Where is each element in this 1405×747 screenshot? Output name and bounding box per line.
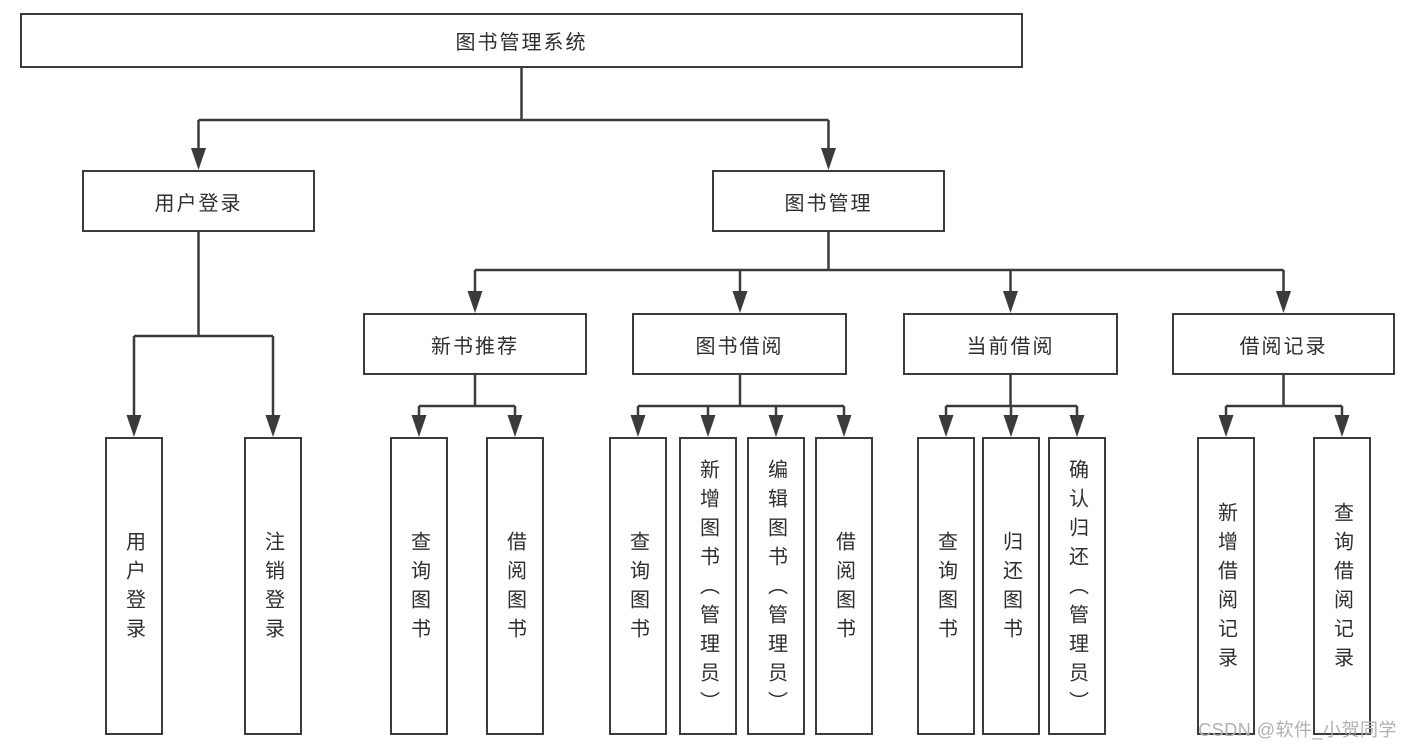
node-book-management: 图书管理 — [712, 170, 945, 232]
node-user-login: 用户登录 — [82, 170, 315, 232]
leaf-query-books-borrow: 查询图书 — [609, 437, 667, 735]
leaf-query-borrow-record: 查询借阅记录 — [1313, 437, 1371, 735]
node-new-book-recommend: 新书推荐 — [363, 313, 587, 375]
node-root: 图书管理系统 — [20, 13, 1023, 68]
csdn-watermark: CSDN @软件_小贺同学 — [1198, 720, 1397, 740]
leaf-add-borrow-record: 新增借阅记录 — [1197, 437, 1255, 735]
node-borrow-records: 借阅记录 — [1172, 313, 1395, 375]
leaf-add-books-admin: 新增图书（管理员） — [679, 437, 737, 735]
leaf-user-login: 用户登录 — [105, 437, 163, 735]
leaf-logout: 注销登录 — [244, 437, 302, 735]
leaf-query-books-current: 查询图书 — [917, 437, 975, 735]
leaf-confirm-return-admin: 确认归还（管理员） — [1048, 437, 1106, 735]
leaf-edit-books-admin: 编辑图书（管理员） — [747, 437, 805, 735]
leaf-borrow-books-recommend: 借阅图书 — [486, 437, 544, 735]
leaf-borrow-books: 借阅图书 — [815, 437, 873, 735]
node-book-borrow: 图书借阅 — [632, 313, 847, 375]
node-current-borrow: 当前借阅 — [903, 313, 1118, 375]
leaf-return-books: 归还图书 — [982, 437, 1040, 735]
leaf-query-books-recommend: 查询图书 — [390, 437, 448, 735]
